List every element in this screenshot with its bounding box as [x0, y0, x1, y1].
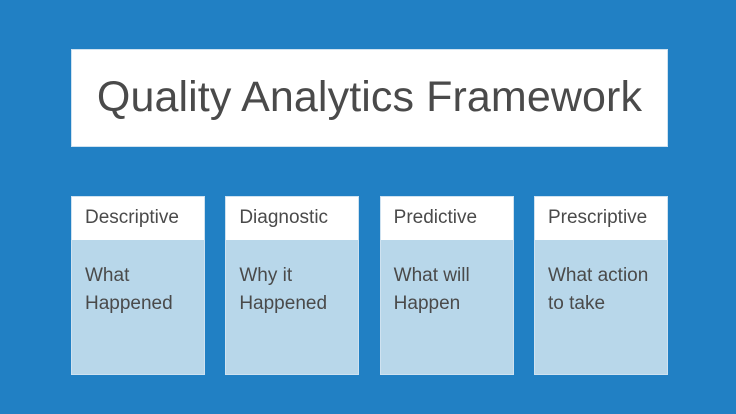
page-title: Quality Analytics Framework — [96, 73, 643, 122]
card-body-text: What will Happen — [393, 265, 470, 314]
card-header-label: Diagnostic — [239, 207, 329, 229]
card-header-label: Predictive — [393, 207, 478, 229]
card-body-predictive: What will Happen — [380, 240, 513, 374]
framework-card-diagnostic[interactable]: Diagnostic Why it Happened — [225, 196, 360, 375]
card-header-predictive: Predictive — [380, 197, 513, 240]
card-header-label: Descriptive — [85, 207, 179, 229]
card-body-text: What Happened — [85, 265, 173, 314]
card-body-text: Why it Happened — [239, 265, 328, 314]
card-header-diagnostic: Diagnostic — [226, 197, 359, 240]
framework-card-predictive[interactable]: Predictive What will Happen — [379, 196, 514, 375]
framework-card-descriptive[interactable]: Descriptive What Happened — [71, 196, 205, 375]
card-body-descriptive: What Happened — [72, 240, 204, 374]
card-body-prescriptive: What action to take — [534, 240, 667, 374]
framework-card-row: Descriptive What Happened Diagnostic Why… — [71, 196, 668, 375]
card-header-prescriptive: Prescriptive — [534, 197, 667, 240]
title-card: Quality Analytics Framework — [71, 49, 668, 147]
card-header-descriptive: Descriptive — [72, 197, 204, 240]
card-header-label: Prescriptive — [547, 207, 648, 229]
framework-card-prescriptive[interactable]: Prescriptive What action to take — [533, 196, 668, 375]
card-body-diagnostic: Why it Happened — [226, 240, 359, 374]
card-body-text: What action to take — [547, 265, 649, 314]
